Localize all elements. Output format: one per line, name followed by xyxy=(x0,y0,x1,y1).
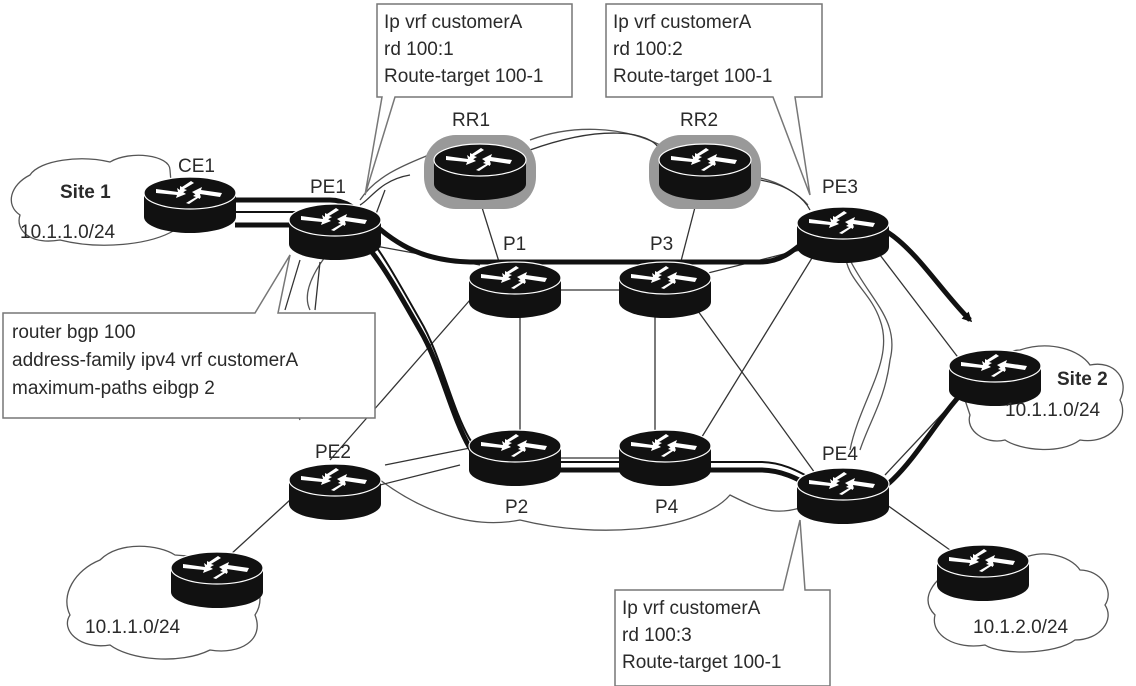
callout-bgp-line1: router bgp 100 xyxy=(12,322,136,343)
site2-name: Site 2 xyxy=(1057,369,1108,390)
site1-name: Site 1 xyxy=(60,182,111,203)
label-PE1: PE1 xyxy=(310,177,346,198)
label-P1: P1 xyxy=(503,234,526,255)
label-P4: P4 xyxy=(655,497,679,518)
router-P1[interactable] xyxy=(468,261,562,319)
callout-pe4-line3: Route-target 100-1 xyxy=(622,652,782,673)
site1-cloud xyxy=(10,154,176,246)
label-CE1: CE1 xyxy=(178,156,215,177)
router-PE2[interactable] xyxy=(288,463,382,521)
site3-prefix: 10.1.1.0/24 xyxy=(85,617,181,638)
router-RR1[interactable] xyxy=(424,135,536,209)
label-RR1: RR1 xyxy=(452,110,490,131)
callout-pe4-line1: Ip vrf customerA xyxy=(622,598,761,619)
callout-bgp-line3: maximum-paths eibgp 2 xyxy=(12,378,215,399)
router-P4[interactable] xyxy=(618,429,712,487)
router-CE2[interactable] xyxy=(948,349,1042,407)
callout-pe4-line2: rd 100:3 xyxy=(622,625,692,646)
label-PE4: PE4 xyxy=(822,444,858,465)
callout-pe3-line3: Route-target 100-1 xyxy=(613,66,773,87)
callout-pe3-line2: rd 100:2 xyxy=(613,39,683,60)
label-PE2: PE2 xyxy=(315,442,351,463)
router-RR2[interactable] xyxy=(649,135,761,209)
site2-prefix: 10.1.1.0/24 xyxy=(1005,400,1101,421)
site4-cloud xyxy=(927,553,1109,653)
router-PE4[interactable] xyxy=(796,467,890,525)
callout-bgp-line2: address-family ipv4 vrf customerA xyxy=(12,350,298,371)
router-P2[interactable] xyxy=(468,429,562,487)
label-RR2: RR2 xyxy=(680,110,718,131)
callout-pe4: Ip vrf customerA rd 100:3 Route-target 1… xyxy=(614,519,831,686)
callout-pe3: Ip vrf customerA rd 100:2 Route-target 1… xyxy=(605,3,823,196)
callout-pe1-line3: Route-target 100-1 xyxy=(384,66,544,87)
callout-pe1-line1: Ip vrf customerA xyxy=(384,12,523,33)
router-P3[interactable] xyxy=(618,261,712,319)
label-P2: P2 xyxy=(505,497,528,518)
router-CE3[interactable] xyxy=(170,551,264,609)
site4-prefix: 10.1.2.0/24 xyxy=(973,617,1069,638)
router-CE1[interactable] xyxy=(143,176,237,234)
callout-pe1-line2: rd 100:1 xyxy=(384,39,454,60)
router-PE3[interactable] xyxy=(796,206,890,264)
provider-cloud-inner xyxy=(844,249,885,451)
site1-prefix: 10.1.1.0/24 xyxy=(20,222,116,243)
label-PE3: PE3 xyxy=(822,177,858,198)
callout-pe1: Ip vrf customerA rd 100:1 Route-target 1… xyxy=(364,3,573,196)
router-PE1[interactable] xyxy=(288,203,382,261)
label-P3: P3 xyxy=(650,234,673,255)
callout-bgp: router bgp 100 address-family ipv4 vrf c… xyxy=(2,254,376,419)
site3-cloud xyxy=(66,545,261,660)
callout-pe3-line1: Ip vrf customerA xyxy=(613,12,752,33)
router-CE4[interactable] xyxy=(936,544,1030,602)
